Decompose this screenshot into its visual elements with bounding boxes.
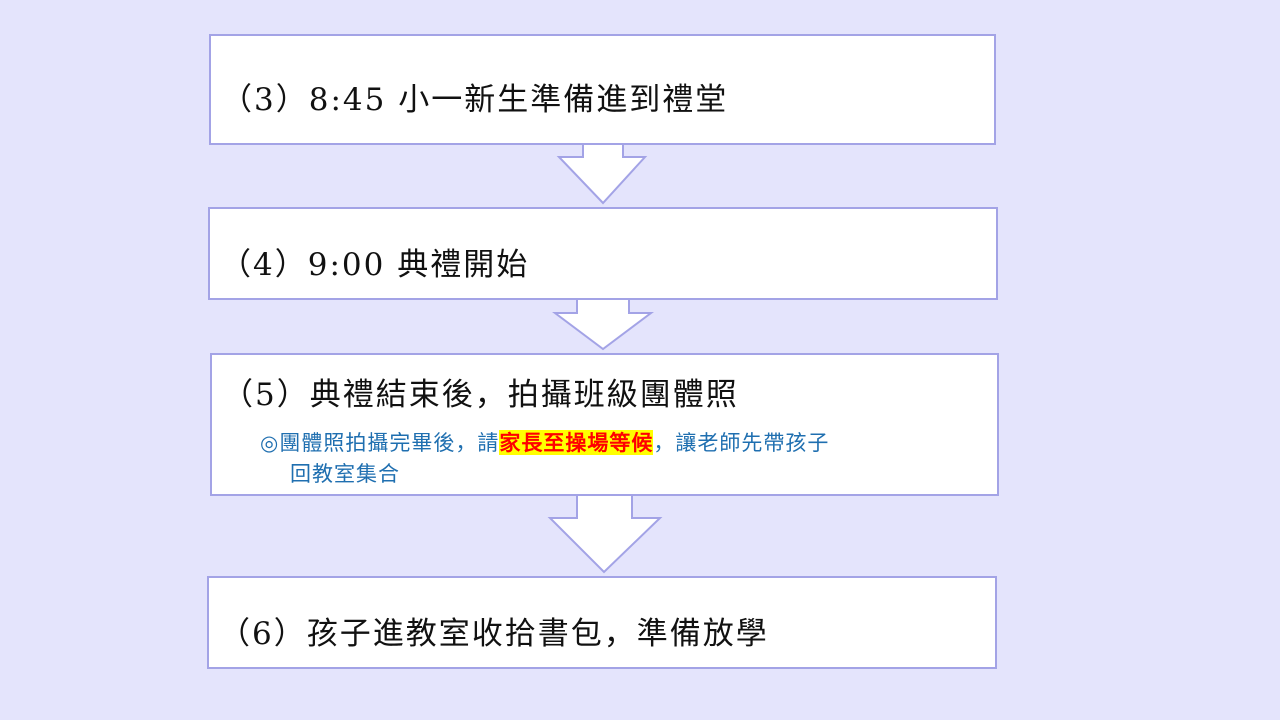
step-6-label: （6）孩子進教室收拾書包，準備放學 <box>219 616 769 652</box>
step-5-note: ◎團體照拍攝完畢後，請家長至操場等候，讓老師先帶孩子 回教室集合 <box>260 427 960 490</box>
note-highlight: 家長至操場等候 <box>499 430 654 455</box>
step-4-box: （4）9:00 典禮開始 <box>208 207 998 300</box>
down-arrow-icon <box>547 493 663 574</box>
down-arrow-icon <box>552 297 654 351</box>
step-6-box: （6）孩子進教室收拾書包，準備放學 <box>207 576 997 669</box>
step-5-label: （5）典禮結束後，拍攝班級團體照 <box>222 377 739 413</box>
note-text-after: ，讓老師先帶孩子 <box>653 431 830 455</box>
down-arrow-icon <box>556 142 648 205</box>
note-text: 團體照拍攝完畢後，請 <box>279 431 500 455</box>
bullet-icon: ◎ <box>260 431 280 455</box>
note-continuation: 回教室集合 <box>290 462 400 486</box>
step-3-label: （3）8:45 小一新生準備進到禮堂 <box>221 82 729 118</box>
step-3-box: （3）8:45 小一新生準備進到禮堂 <box>209 34 996 145</box>
step-5-box: （5）典禮結束後，拍攝班級團體照 ◎團體照拍攝完畢後，請家長至操場等候，讓老師先… <box>210 353 999 496</box>
step-4-label: （4）9:00 典禮開始 <box>220 247 530 283</box>
